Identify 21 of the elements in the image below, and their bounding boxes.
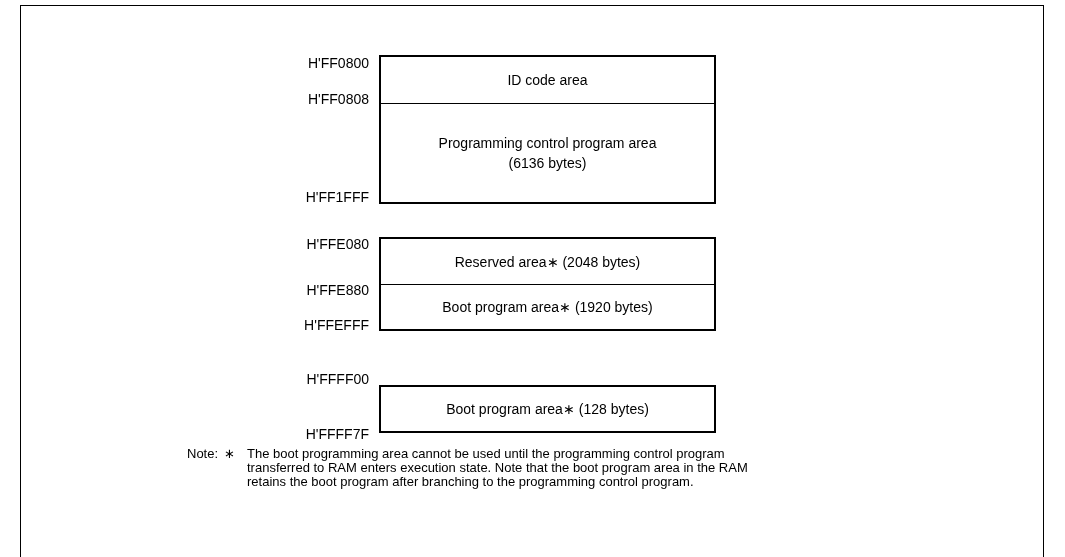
address-label: H'FF1FFF — [304, 189, 369, 205]
area-label: Reserved area∗ (2048 bytes) — [454, 252, 641, 272]
address-label: H'FF0800 — [306, 55, 369, 71]
area-label: Boot program area∗ (1920 bytes) — [442, 298, 653, 317]
address-label: H'FFFF7F — [304, 426, 369, 442]
address-label: H'FFEFFF — [303, 317, 369, 333]
area-label: Programming control program area (6136 bytes) — [437, 134, 658, 173]
memory-area-box — [379, 55, 716, 105]
area-label: Boot program area∗ (128 bytes) — [446, 400, 649, 419]
area-label: ID code area — [507, 71, 588, 90]
address-label: H'FFE080 — [305, 236, 369, 252]
note-text: The boot programming area cannot be used until the programming control program transferred to RAM enters execution state. Note that the boot program area in the RAM retains the boot program after branching to the programming control program. — [247, 447, 749, 489]
note-heading: Note: — [187, 447, 219, 461]
footnote-mark: ∗ — [224, 447, 235, 461]
memory-area-box — [379, 237, 716, 286]
address-label: H'FF0808 — [306, 91, 369, 107]
memory-area-box — [379, 385, 716, 433]
memory-area-box — [379, 284, 716, 331]
memory-area-box — [379, 103, 716, 204]
address-label: H'FFE880 — [305, 282, 369, 298]
address-label: H'FFFF00 — [305, 371, 369, 387]
